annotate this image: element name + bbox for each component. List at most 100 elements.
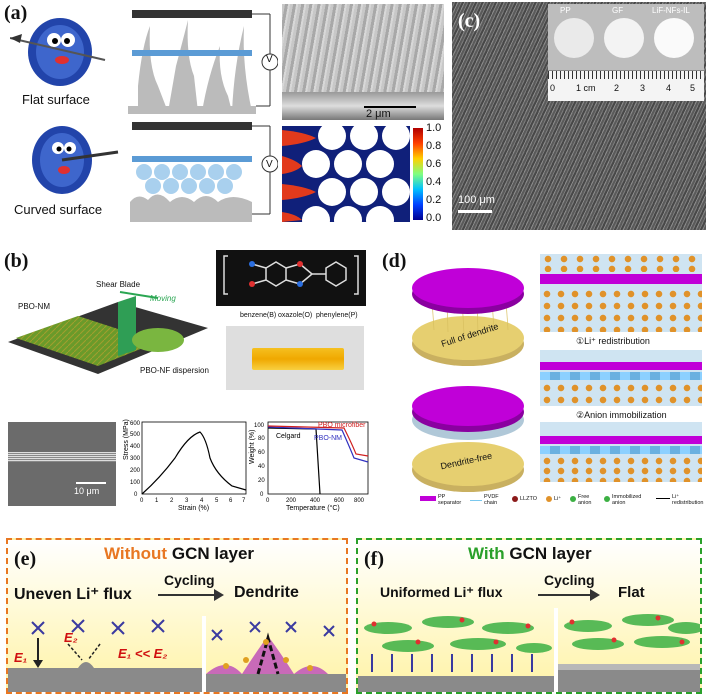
legend-swatch-immobilized [604,496,610,502]
step-2-label: ②Anion immobilization [576,410,667,420]
legend-swatch-li [546,496,552,502]
dendrite-growth-illustration [206,621,346,692]
cycling-arrowhead-f [590,589,600,601]
legend-item: Li⁺ [554,496,562,502]
oxazole-label: oxazole(O) [278,312,313,319]
benzene-label: benzene(B) [240,312,277,319]
stress-xtick: 4 [200,498,204,504]
legend-arrow [656,498,670,499]
dendrite-free-disk-stack [412,386,524,492]
tga-series-label: PBO-NM [314,435,342,442]
tga-xtick: 800 [354,498,365,504]
stress-ytick: 100 [130,480,141,486]
curved-shield-illustration [32,126,119,194]
cycling-arrowhead-e [214,589,224,601]
e1-label: E₁ [14,650,28,665]
dendrite-disk-stack [412,268,524,366]
panel-f-divider [554,608,558,692]
sim-time-label: 2s [393,128,406,142]
flat-surface-caption: Flat surface [22,92,90,107]
shear-blade-label: Shear Blade [96,280,141,289]
mechanism-box-1 [540,254,702,332]
tga-xtick: 400 [310,498,321,504]
stress-ytick: 300 [130,456,141,462]
tga-ytick: 40 [258,464,265,470]
tga-series-label: PBO microfiber [318,422,366,429]
sem-nanorod-image: 2 μm [282,4,444,120]
curved-voltmeter-label: V [266,159,273,170]
legend-item: Free anion [578,494,592,506]
tga-ytick: 60 [258,450,265,456]
stress-ytick: 600 [130,421,141,427]
panel-d: (d) Full of dendrite Dendrite-free ①Li⁺ … [376,240,706,514]
ruler-tick: 4 [666,83,672,93]
panel-b: (b) Shear Blade Moving PBO-NM PBO-NF dis… [0,240,372,512]
sample-label: PP [560,6,571,15]
sem-scale-bar [364,106,416,108]
panel-f-title-prefix: With [468,544,505,563]
sample-label: LiF-NFs-IL [652,6,690,15]
panel-a-label: (a) [4,2,28,24]
flat-label: Flat [618,584,645,601]
legend-item: Li⁺ redistribution [672,494,704,506]
stress-xtick: 1 [155,498,159,504]
stress-xlabel: Strain (%) [178,505,209,512]
flat-voltmeter-label: V [266,54,273,65]
curved-dendrite-schematic [130,122,278,222]
ruler-tick: 1 cm [576,83,596,93]
phenylene-label: phenylene(P) [316,312,358,319]
mechanism-box-3 [540,422,702,482]
panel-b-label: (b) [4,250,29,272]
legend-swatch-llzto [512,496,518,502]
cycling-label-f: Cycling [544,572,595,588]
dispersion-label: PBO-NF dispersion [140,366,209,375]
colorbar-tick: 1.0 [426,122,442,134]
ruler: 0 1 cm 2 3 4 5 [548,70,704,101]
ruler-tick: 5 [690,83,696,93]
curved-surface-caption: Curved surface [14,202,103,217]
fiber-scale-bar [458,210,492,213]
panel-c: (c) PP GF LiF-NFs-IL 0 1 cm 2 3 4 5 100 … [452,2,706,230]
stress-xtick: 3 [185,498,189,504]
mechanism-legend: PP separator PVDF chain LLZTO Li⁺ Free a… [420,494,704,512]
cross-section-scale-label: 10 μm [74,486,100,496]
photo-inset: PP GF LiF-NFs-IL 0 1 cm 2 3 4 5 [548,4,704,101]
panel-f: (f) With GCN layer Uniformed Li⁺ flux Cy… [356,538,702,694]
tga-xtick: 0 [266,498,270,504]
fiber-scale-label: 100 μm [458,194,495,206]
colorbar-tick: 0.0 [426,212,442,224]
panel-e: (e) Without GCN layer Uneven Li⁺ flux Cy… [6,538,348,694]
gf-disk [604,18,644,58]
tga-ytick: 0 [260,492,264,498]
pbo-film-photo [226,326,364,390]
sem-scale-label: 2 μm [366,108,391,120]
stress-xtick: 0 [140,498,144,504]
panel-f-title-suffix: GCN layer [509,544,592,563]
field-relation-label: E₁ << E₂ [118,646,168,661]
flat-dendrite-schematic [128,10,278,114]
tga-series-label: Celgard [276,433,301,440]
field-simulation-image: 2s [282,126,410,222]
pbo-nm-label: PBO-NM [18,302,50,311]
tga-ytick: 80 [258,436,265,442]
mechanism-box-2 [540,350,702,406]
legend-item: PVDF chain [484,494,499,506]
stress-xtick: 2 [170,498,174,504]
colorbar-tick: 0.6 [426,158,442,170]
panel-e-title-suffix: GCN layer [171,544,255,563]
sample-label: GF [612,6,624,15]
panel-f-title: With GCN layer [468,544,592,564]
uniform-flux-illustration [358,616,554,692]
pbo-structure [216,250,366,306]
colorbar-tick: 0.8 [426,140,442,152]
tga-xtick: 600 [334,498,345,504]
colorbar-tick: 0.4 [426,176,442,188]
legend-item: PP separator [438,494,462,506]
stress-xtick: 5 [215,498,219,504]
moving-label: Moving [150,294,176,303]
panel-c-label: (c) [458,10,481,32]
stress-ytick: 0 [134,492,138,498]
cycling-label-e: Cycling [164,572,215,588]
colorbar-tick: 0.2 [426,194,442,206]
dendrite-label: Dendrite [234,584,299,601]
